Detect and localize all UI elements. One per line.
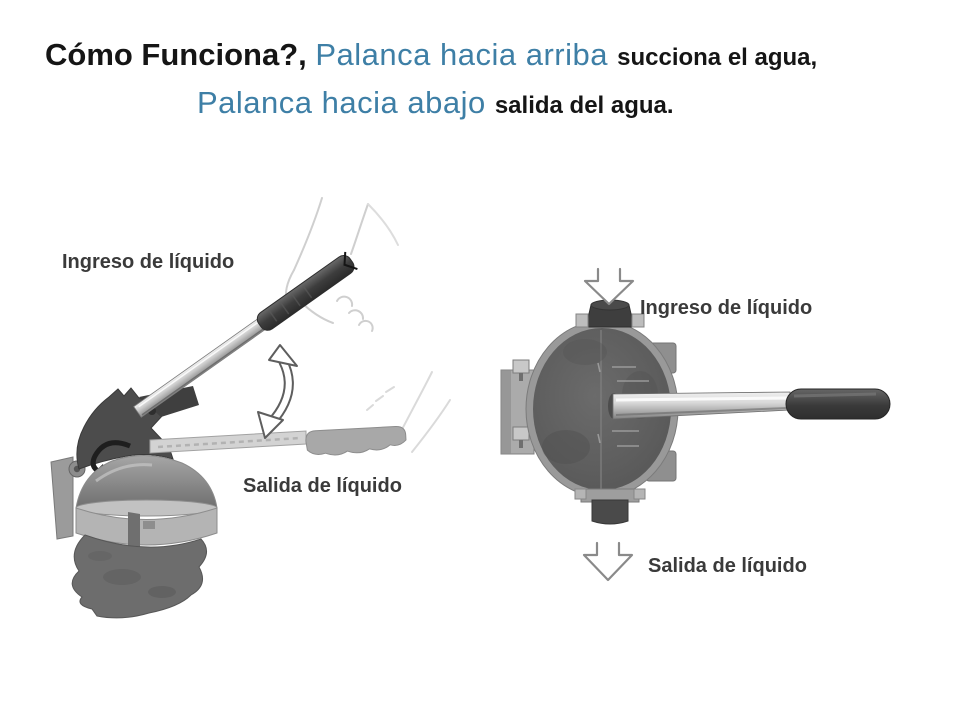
bracket-bolt: [512, 426, 530, 441]
left-inlet-label: Ingreso de líquido: [62, 251, 234, 273]
figure-pump-side-view: Ingreso de líquido Salida de líquido: [50, 197, 451, 619]
lever-lowered-grip: [305, 426, 407, 456]
title-question: Cómo Funciona?,: [45, 37, 316, 72]
motion-arrow-icon: [257, 344, 298, 439]
figure-pump-front-view: Ingreso de líquido Salida de líquido: [500, 267, 891, 582]
right-inlet-label: Ingreso de líquido: [640, 297, 812, 319]
spout-hook: [90, 440, 131, 474]
lever-raised-grip: [256, 255, 355, 331]
title-suction-note: succiona el agua,: [617, 44, 818, 71]
pump-dome: [75, 454, 218, 509]
title-line-2: Palanca hacia abajo salida del agua.: [197, 85, 674, 120]
inlet-down-arrow-icon: [583, 267, 635, 306]
outlet-down-arrow-icon: [582, 541, 634, 582]
left-outlet-label: Salida de líquido: [243, 475, 402, 497]
title-lever-up: Palanca hacia arriba: [315, 37, 618, 72]
title-line-1: Cómo Funciona?, Palanca hacia arriba suc…: [45, 37, 818, 72]
pump-body: [50, 386, 218, 619]
lever-raised: [133, 251, 358, 418]
lever-lowered: [149, 426, 407, 456]
title-lever-down: Palanca hacia abajo: [197, 85, 495, 120]
pump-handle: [608, 388, 891, 420]
outlet-port: [574, 488, 646, 525]
pump-circle-body: [525, 320, 679, 498]
right-outlet-label: Salida de líquido: [648, 555, 807, 577]
pump-back-plate: [50, 456, 74, 540]
bracket-bolt: [512, 359, 530, 374]
inlet-port: [575, 299, 645, 328]
title-outflow-note: salida del agua.: [494, 92, 674, 119]
